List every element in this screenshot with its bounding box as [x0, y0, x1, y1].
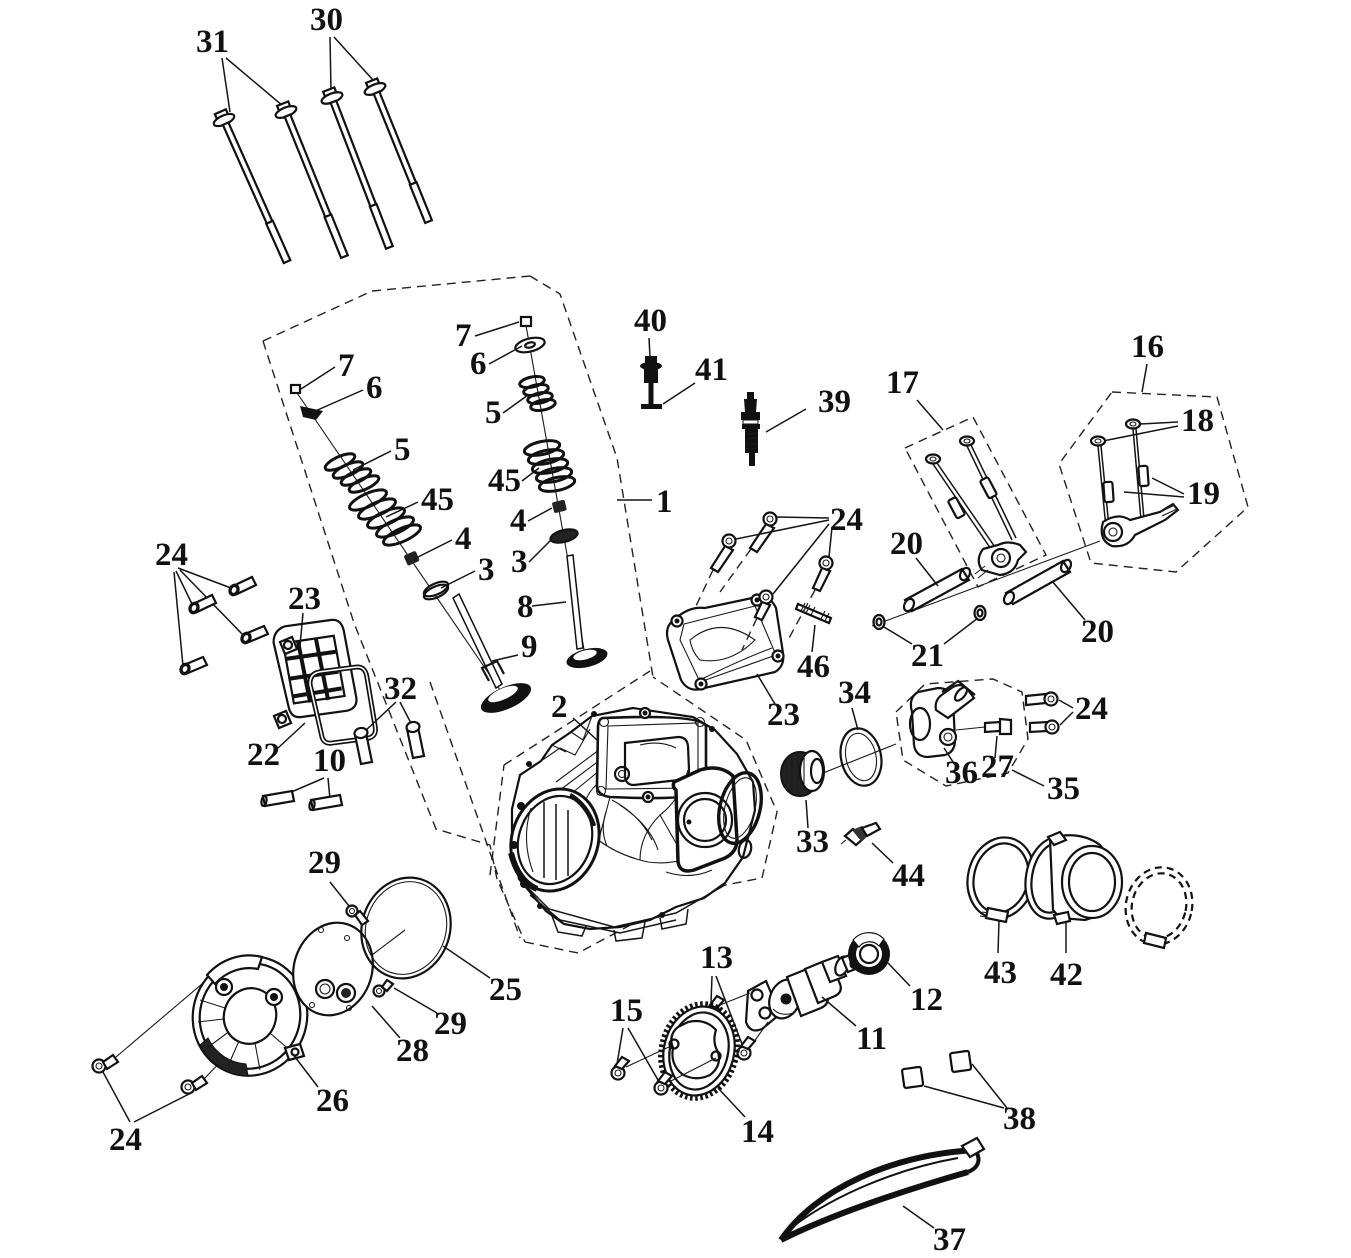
svg-text:10: 10	[313, 743, 346, 779]
svg-text:20: 20	[890, 526, 923, 562]
svg-text:16: 16	[1131, 329, 1164, 365]
svg-text:30: 30	[310, 2, 343, 38]
svg-text:24: 24	[155, 537, 188, 573]
svg-text:20: 20	[1081, 614, 1114, 650]
svg-text:23: 23	[767, 697, 800, 733]
svg-text:13: 13	[700, 940, 733, 976]
svg-text:14: 14	[741, 1114, 774, 1150]
svg-text:7: 7	[455, 318, 472, 354]
svg-text:45: 45	[421, 482, 454, 518]
svg-text:34: 34	[838, 675, 871, 711]
svg-text:46: 46	[797, 649, 830, 685]
svg-text:6: 6	[470, 346, 487, 382]
svg-text:8: 8	[517, 589, 534, 625]
svg-text:26: 26	[316, 1083, 349, 1119]
svg-text:41: 41	[695, 352, 728, 388]
svg-text:42: 42	[1050, 957, 1083, 993]
svg-text:32: 32	[384, 671, 417, 707]
svg-text:24: 24	[1075, 691, 1108, 727]
svg-text:4: 4	[455, 521, 472, 557]
svg-text:24: 24	[109, 1122, 142, 1158]
svg-text:9: 9	[521, 629, 538, 665]
svg-text:23: 23	[288, 581, 321, 617]
svg-text:37: 37	[933, 1222, 966, 1258]
svg-text:33: 33	[796, 824, 829, 860]
svg-text:24: 24	[830, 502, 863, 538]
svg-text:27: 27	[981, 749, 1014, 785]
svg-text:19: 19	[1187, 476, 1220, 512]
svg-text:45: 45	[488, 463, 521, 499]
svg-text:4: 4	[510, 503, 527, 539]
svg-text:29: 29	[434, 1006, 467, 1042]
svg-text:44: 44	[892, 858, 925, 894]
svg-text:3: 3	[478, 552, 495, 588]
svg-text:39: 39	[818, 384, 851, 420]
svg-text:28: 28	[396, 1033, 429, 1069]
svg-text:38: 38	[1003, 1101, 1036, 1137]
svg-text:5: 5	[485, 395, 502, 431]
svg-text:35: 35	[1047, 771, 1080, 807]
svg-text:1: 1	[656, 484, 673, 520]
svg-text:22: 22	[247, 737, 280, 773]
svg-text:11: 11	[856, 1021, 887, 1057]
svg-text:12: 12	[910, 982, 943, 1018]
svg-text:5: 5	[394, 432, 411, 468]
svg-text:18: 18	[1181, 403, 1214, 439]
svg-text:7: 7	[338, 348, 355, 384]
svg-text:25: 25	[489, 972, 522, 1008]
svg-text:36: 36	[945, 755, 978, 791]
svg-text:15: 15	[610, 993, 643, 1029]
svg-text:17: 17	[886, 365, 919, 401]
svg-text:29: 29	[308, 845, 341, 881]
svg-text:40: 40	[634, 303, 667, 339]
svg-text:31: 31	[196, 24, 229, 60]
svg-text:3: 3	[511, 544, 528, 580]
svg-text:43: 43	[984, 955, 1017, 991]
svg-text:6: 6	[366, 370, 383, 406]
svg-text:21: 21	[911, 638, 944, 674]
svg-text:2: 2	[551, 689, 568, 725]
